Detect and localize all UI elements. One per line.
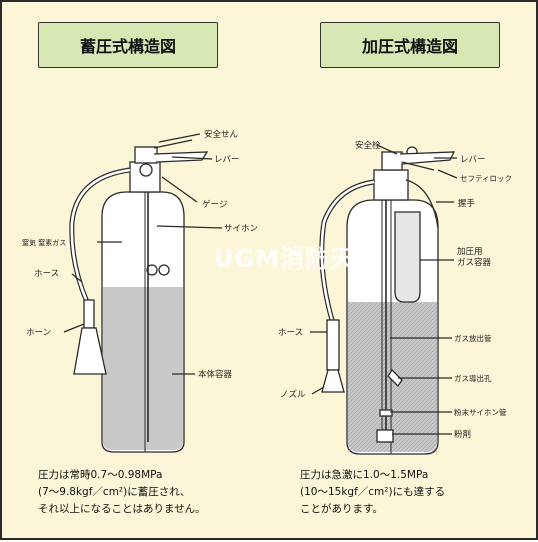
label-gas-left: 窒気 窒素ガス <box>22 238 66 247</box>
label-safety-pin-left: 安全せん <box>204 129 239 140</box>
right-nozzle <box>321 369 345 393</box>
label-lever-right: レバー <box>460 155 486 165</box>
stored-pressure-title: 蓄圧式構造図 <box>38 22 218 68</box>
label-nozzle-right: ノズル <box>280 389 306 400</box>
label-lever-left: レバー <box>214 155 240 165</box>
pressurized-extinguisher <box>310 144 458 455</box>
label-gas-cylinder-right: 加圧用ガス容器 <box>457 246 492 268</box>
right-handle <box>405 179 439 229</box>
label-gas-outlet-right: ガス導出孔 <box>454 373 492 383</box>
label-siphon-left: サイホン <box>224 224 258 234</box>
label-powder-siphon-right: 粉末サイホン管 <box>454 407 507 417</box>
caption-line: (7〜9.8kgf／cm²)に蓄圧され、 <box>38 486 191 498</box>
label-gas-tube-right: ガス放出管 <box>454 333 492 343</box>
caption-line: 圧力は急激に1.0〜1.5MPa <box>300 469 429 481</box>
label-horn-left: ホーン <box>26 328 51 338</box>
label-safety-lock-right: セフティロック <box>460 174 512 183</box>
caption-line: 圧力は常時0.7〜0.98MPa <box>38 469 163 481</box>
caption-pressurized: 圧力は急激に1.0〜1.5MPa (10〜15kgf／cm²)にも達する ことが… <box>300 467 445 518</box>
right-lever <box>399 151 456 165</box>
label-body-left: 本体容器 <box>198 369 233 380</box>
left-gauge <box>139 163 153 177</box>
stored-pressure-extinguisher <box>63 133 223 453</box>
left-powder-fill <box>103 287 183 450</box>
caption-line: (10〜15kgf／cm²)にも達する <box>300 486 446 498</box>
caption-line: ことがあります。 <box>300 503 383 515</box>
watermark: UGM消防天坛 <box>214 245 380 273</box>
label-hose-right: ホース <box>278 328 303 338</box>
left-horn <box>73 327 107 375</box>
label-safety-pin-right: 安全栓 <box>355 140 381 151</box>
label-handle-right: 握手 <box>458 198 476 209</box>
right-gas-cylinder <box>394 211 421 303</box>
pressurized-title: 加圧式構造図 <box>320 22 500 68</box>
label-hose-left: ホース <box>34 269 59 279</box>
label-gauge-left: ゲージ <box>202 199 227 210</box>
caption-line: それ以上になることはありません。 <box>38 503 206 515</box>
caption-stored-pressure: 圧力は常時0.7〜0.98MPa (7〜9.8kgf／cm²)に蓄圧され、 それ… <box>38 467 206 518</box>
label-powder-right: 粉剤 <box>454 429 471 440</box>
